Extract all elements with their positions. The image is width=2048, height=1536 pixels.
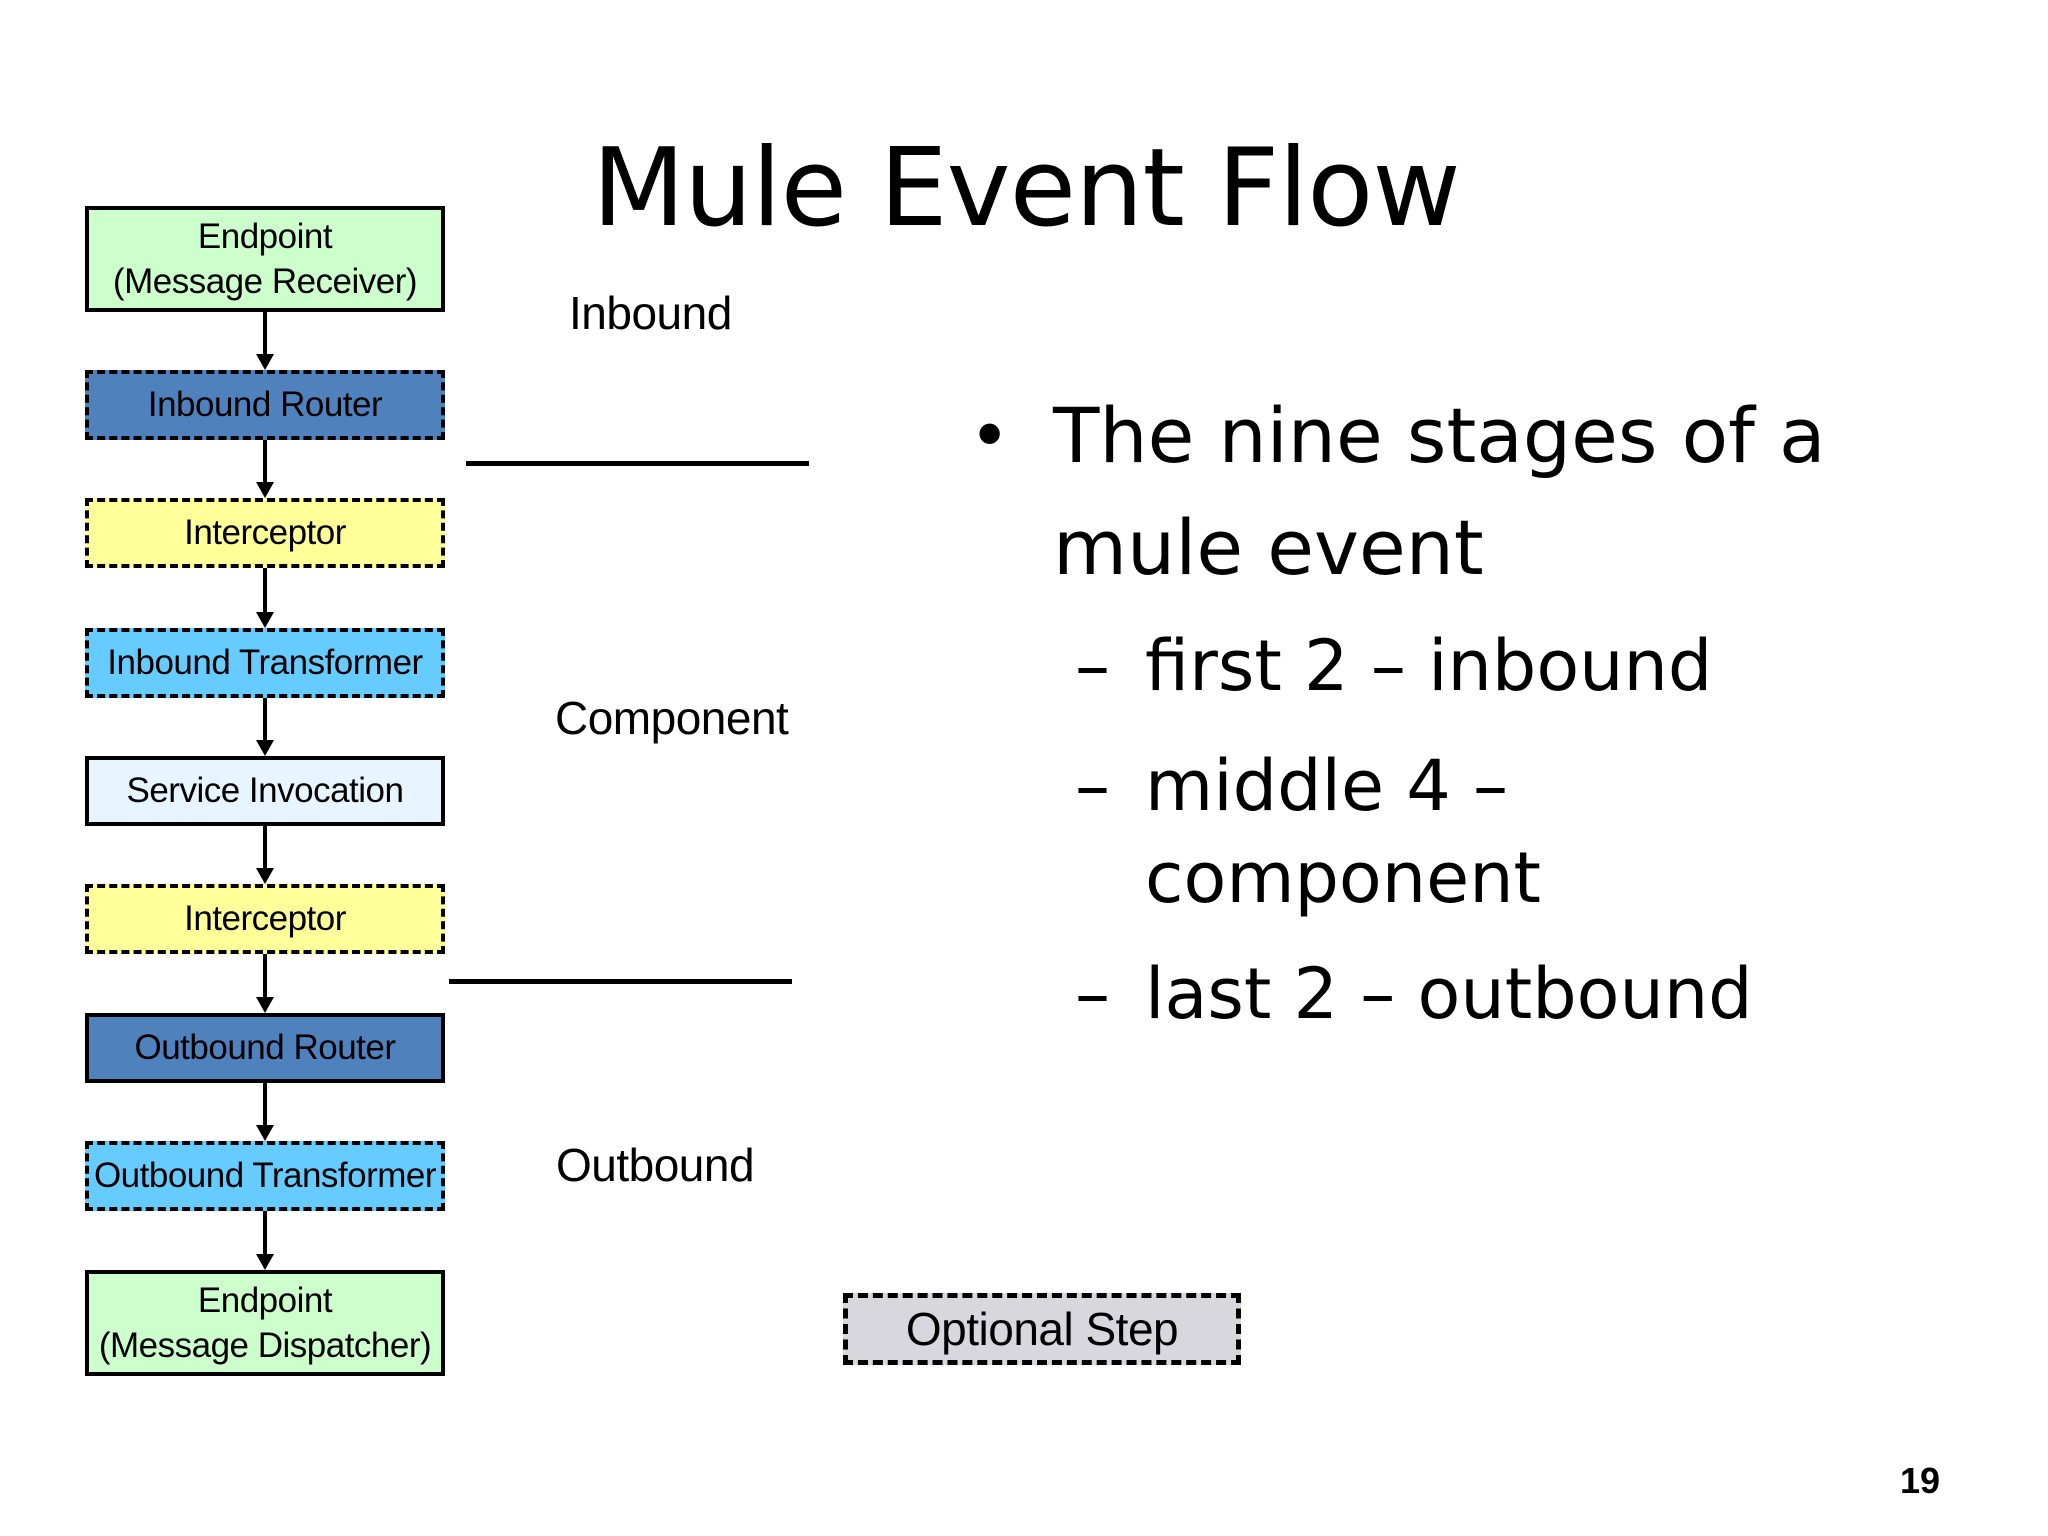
arrow-down-icon: [256, 1125, 274, 1141]
page-number: 19: [1900, 1460, 1941, 1501]
bullet-dash-icon: –: [1075, 953, 1110, 1035]
section-label-outbound: Outbound: [556, 1139, 755, 1191]
arrow-down-icon: [256, 740, 274, 756]
arrow-down-icon: [256, 997, 274, 1013]
arrow-down-icon: [256, 612, 274, 628]
flow-arrow: [263, 440, 267, 482]
stage-service-invocation: Service Invocation: [85, 756, 445, 826]
stage-outbound-router: Outbound Router: [85, 1013, 445, 1083]
stage-sublabel: (Message Receiver): [112, 262, 418, 301]
section-divider-inbound: [466, 461, 809, 466]
stage-label: Interceptor: [184, 513, 346, 553]
stage-label: Inbound Transformer: [107, 643, 423, 683]
stage-label: Service Invocation: [126, 771, 404, 811]
stage-outbound-transformer: Outbound Transformer: [85, 1141, 445, 1211]
bullet-main-text: The nine stages of a mule event: [1053, 391, 1826, 592]
flow-arrow: [263, 312, 267, 354]
stage-interceptor-outbound: Interceptor: [85, 884, 445, 954]
arrow-down-icon: [256, 354, 274, 370]
stage-endpoint-receiver: Endpoint (Message Receiver): [85, 206, 445, 312]
stage-label: Interceptor: [184, 899, 346, 939]
section-label-inbound: Inbound: [569, 287, 732, 339]
bullet-dash-icon: –: [1075, 745, 1110, 827]
arrow-down-icon: [256, 1254, 274, 1270]
flow-arrow: [263, 826, 267, 868]
bullet-sub-text: middle 4 – component: [1145, 745, 1542, 919]
flow-arrow: [263, 568, 267, 612]
flow-arrow: [263, 954, 267, 997]
stage-label: Outbound Router: [134, 1028, 396, 1068]
stage-sublabel: (Message Dispatcher): [98, 1326, 432, 1365]
stage-endpoint-dispatcher: Endpoint (Message Dispatcher): [85, 1270, 445, 1376]
bullet-sub-text: first 2 – inbound: [1145, 625, 1713, 707]
stage-label: Outbound Transformer: [93, 1156, 437, 1196]
slide-title: Mule Event Flow: [592, 126, 1461, 251]
stage-label: Endpoint: [197, 1280, 333, 1320]
section-label-component: Component: [555, 692, 789, 744]
arrow-down-icon: [256, 868, 274, 884]
stage-label: Inbound Router: [147, 385, 383, 425]
bullet-dot-icon: •: [969, 395, 1011, 477]
stage-label: Endpoint: [197, 216, 333, 256]
bullet-sub-text: last 2 – outbound: [1145, 953, 1753, 1035]
flow-arrow: [263, 698, 267, 740]
stage-interceptor-inbound: Interceptor: [85, 498, 445, 568]
bullet-dash-icon: –: [1075, 625, 1110, 707]
section-divider-outbound: [449, 979, 792, 984]
legend-optional-step: Optional Step: [843, 1293, 1241, 1365]
arrow-down-icon: [256, 482, 274, 498]
flow-arrow: [263, 1211, 267, 1254]
stage-inbound-router: Inbound Router: [85, 370, 445, 440]
stage-inbound-transformer: Inbound Transformer: [85, 628, 445, 698]
flow-arrow: [263, 1083, 267, 1125]
